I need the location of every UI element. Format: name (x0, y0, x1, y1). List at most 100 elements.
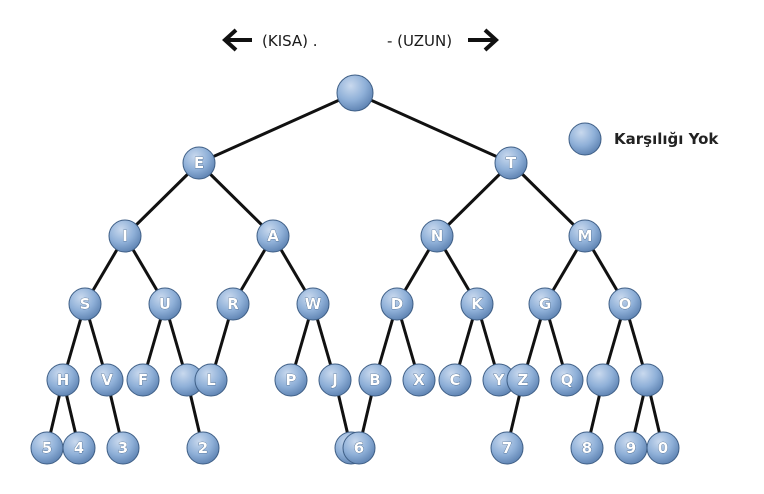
node-circle (62, 431, 96, 465)
morse-node-u: U (148, 287, 182, 321)
node-label: 5 (42, 439, 52, 457)
node-label: Z (518, 371, 529, 389)
node-circle (318, 363, 352, 397)
node-circle (68, 287, 102, 321)
node-label: Q (561, 371, 574, 389)
node-label: N (431, 227, 444, 245)
node-label: B (369, 371, 380, 389)
node-circle (336, 74, 374, 112)
tree-edge (354, 91, 512, 165)
morse-node-q: Q (550, 363, 584, 397)
morse-node-g: G (528, 287, 562, 321)
node-circle (570, 431, 604, 465)
node-circle (490, 431, 524, 465)
node-label: L (206, 371, 216, 389)
node-label: A (267, 227, 279, 245)
morse-node-k: K (460, 287, 494, 321)
morse-node-w: W (296, 287, 330, 321)
node-label: F (138, 371, 148, 389)
node-circle (646, 431, 680, 465)
long-direction-label: - (UZUN) (387, 32, 452, 50)
morse-node-8: 8 (570, 431, 604, 465)
morse-node-c: C (438, 363, 472, 397)
node-label: J (331, 371, 338, 389)
node-label: 7 (502, 439, 512, 457)
node-label: 9 (626, 439, 636, 457)
node-label: G (539, 295, 551, 313)
tree-edge (198, 91, 356, 165)
node-circle (148, 287, 182, 321)
node-circle (186, 431, 220, 465)
node-circle (460, 287, 494, 321)
morse-node-z: Z (506, 363, 540, 397)
node-circle (494, 146, 528, 180)
node-circle (296, 287, 330, 321)
node-label: T (506, 154, 517, 172)
morse-node-empty-llld (586, 363, 620, 397)
legend: Karşılığı Yok (568, 122, 719, 156)
node-circle (358, 363, 392, 397)
morse-node-a: A (256, 219, 290, 253)
node-label: O (619, 295, 632, 313)
morse-node-4: 4 (62, 431, 96, 465)
morse-node-6: 6 (342, 431, 376, 465)
morse-node-9: 9 (614, 431, 648, 465)
morse-node-m: M (568, 219, 602, 253)
morse-node-2: 2 (186, 431, 220, 465)
legend-label: Karşılığı Yok (614, 130, 719, 148)
node-label: K (471, 295, 484, 313)
node-circle (608, 287, 642, 321)
morse-node-h: H (46, 363, 80, 397)
legend-empty-node-icon (568, 122, 602, 156)
morse-node-i: I (108, 219, 142, 253)
morse-node-0: 0 (646, 431, 680, 465)
node-label: H (57, 371, 70, 389)
node-label: X (413, 371, 425, 389)
morse-node-o: O (608, 287, 642, 321)
node-circle (630, 363, 664, 397)
node-label: Y (493, 371, 506, 389)
right-arrow-icon (468, 28, 499, 52)
morse-node-7: 7 (490, 431, 524, 465)
node-circle (420, 219, 454, 253)
node-circle (380, 287, 414, 321)
morse-node-r: R (216, 287, 250, 321)
morse-node-empty-root (336, 74, 374, 112)
node-circle (46, 363, 80, 397)
morse-node-s: S (68, 287, 102, 321)
left-arrow-icon (222, 28, 252, 52)
node-circle (108, 219, 142, 253)
node-circle (342, 431, 376, 465)
node-circle (256, 219, 290, 253)
node-label: M (578, 227, 593, 245)
short-direction-label: (KISA) . (262, 32, 318, 50)
node-label: 4 (74, 439, 84, 457)
tree-edge (509, 161, 587, 238)
node-circle (90, 363, 124, 397)
node-label: C (449, 371, 460, 389)
morse-node-empty-llll (630, 363, 664, 397)
node-circle (216, 287, 250, 321)
node-label: D (391, 295, 403, 313)
node-label: 8 (582, 439, 592, 457)
node-circle (126, 363, 160, 397)
direction-header: (KISA) . - (UZUN) (222, 28, 499, 52)
node-label: 3 (118, 439, 128, 457)
morse-node-d: D (380, 287, 414, 321)
morse-node-e: E (182, 146, 216, 180)
node-label: R (227, 295, 239, 313)
node-circle (274, 363, 308, 397)
morse-node-v: V (90, 363, 124, 397)
node-label: E (194, 154, 204, 172)
node-circle (586, 363, 620, 397)
node-label: I (122, 227, 128, 245)
tree-edge (197, 161, 275, 238)
node-label: 6 (354, 439, 364, 457)
node-label: S (80, 295, 91, 313)
node-circle (550, 363, 584, 397)
morse-node-l: L (194, 363, 228, 397)
morse-node-f: F (126, 363, 160, 397)
node-circle (194, 363, 228, 397)
node-circle (106, 431, 140, 465)
